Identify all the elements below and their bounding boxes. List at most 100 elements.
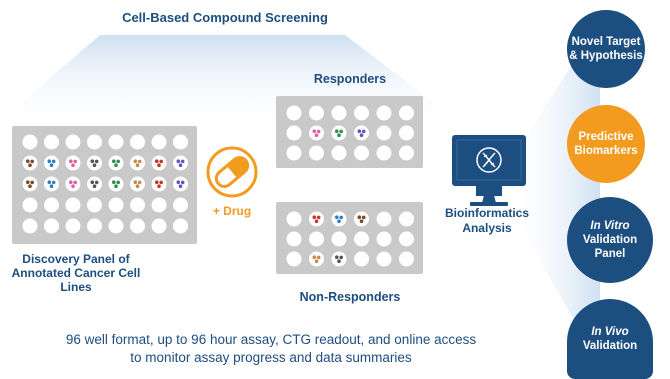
- well: [108, 218, 124, 234]
- well: [65, 134, 81, 150]
- well: [130, 134, 145, 150]
- well: [151, 197, 167, 213]
- well: [108, 176, 124, 192]
- well: [331, 145, 347, 161]
- invitro-line3: Panel: [594, 248, 626, 260]
- predictive-line1: Predictive: [578, 131, 634, 143]
- well: [399, 231, 414, 247]
- invivo-line2: Validation: [582, 340, 638, 352]
- well: [22, 155, 38, 171]
- well: [354, 125, 369, 141]
- well: [376, 211, 392, 227]
- well: [44, 176, 59, 192]
- bioinformatics-line2: Analysis: [462, 221, 512, 235]
- well: [354, 251, 369, 267]
- non-responders-wells: [286, 211, 414, 267]
- well: [331, 231, 347, 247]
- well: [399, 211, 414, 227]
- well: [87, 197, 102, 213]
- well: [376, 105, 392, 121]
- well: [173, 155, 188, 171]
- well: [65, 155, 81, 171]
- well: [151, 134, 167, 150]
- discovery-plate: [12, 126, 197, 244]
- well: [65, 218, 81, 234]
- well: [87, 218, 102, 234]
- well: [44, 218, 59, 234]
- well: [65, 197, 81, 213]
- well: [151, 218, 167, 234]
- responders-label: Responders: [313, 72, 387, 86]
- well: [130, 176, 145, 192]
- well: [44, 197, 59, 213]
- pill-icon: [206, 146, 258, 198]
- well: [354, 145, 369, 161]
- well: [376, 231, 392, 247]
- well: [309, 145, 324, 161]
- well: [22, 176, 38, 192]
- well: [173, 176, 188, 192]
- well: [309, 125, 324, 141]
- analysis-fan: [505, 20, 600, 365]
- predictive-line2: Biomarkers: [574, 145, 638, 157]
- well: [376, 251, 392, 267]
- discovery-panel-label: Discovery Panel of Annotated Cancer Cell…: [0, 252, 152, 294]
- bioinformatics-line1: Bioinformatics: [444, 206, 529, 220]
- well: [87, 176, 102, 192]
- well: [130, 155, 145, 171]
- well: [399, 251, 414, 267]
- well: [309, 231, 324, 247]
- bioinformatics-label: Bioinformatics Analysis: [425, 206, 549, 236]
- well: [130, 197, 145, 213]
- screening-title: Cell-Based Compound Screening: [122, 10, 328, 25]
- well: [354, 105, 369, 121]
- novel-target-circle: Novel Target & Hypothesis: [567, 10, 645, 88]
- well: [108, 155, 124, 171]
- well: [44, 155, 59, 171]
- well: [286, 251, 302, 267]
- well: [22, 197, 38, 213]
- well: [22, 218, 38, 234]
- well: [108, 197, 124, 213]
- drug-label: + Drug: [212, 204, 252, 218]
- well: [376, 145, 392, 161]
- well: [286, 231, 302, 247]
- invivo-italic: In Vivo: [591, 326, 629, 338]
- panel-label-line2: Annotated Cancer Cell Lines: [11, 266, 141, 294]
- footer-description: 96 well format, up to 96 hour assay, CTG…: [20, 331, 522, 367]
- well: [331, 211, 347, 227]
- well: [309, 211, 324, 227]
- well: [44, 134, 59, 150]
- well: [331, 251, 347, 267]
- well: [286, 211, 302, 227]
- well: [65, 176, 81, 192]
- well: [286, 125, 302, 141]
- predictive-biomarkers-circle: Predictive Biomarkers: [567, 105, 645, 183]
- well: [331, 125, 347, 141]
- well: [87, 155, 102, 171]
- well: [354, 211, 369, 227]
- well: [151, 176, 167, 192]
- well: [354, 231, 369, 247]
- well: [108, 134, 124, 150]
- invitro-italic: In Vitro: [590, 220, 630, 232]
- well: [130, 218, 145, 234]
- well: [286, 145, 302, 161]
- in-vitro-validation-circle: In Vitro Validation Panel: [567, 197, 653, 283]
- well: [87, 134, 102, 150]
- footer-line1: 96 well format, up to 96 hour assay, CTG…: [65, 332, 477, 347]
- well: [22, 134, 38, 150]
- well: [399, 125, 414, 141]
- well: [151, 155, 167, 171]
- novel-line2: & Hypothesis: [569, 50, 643, 62]
- well: [399, 145, 414, 161]
- responders-wells: [286, 105, 414, 161]
- discovery-wells: [22, 134, 188, 234]
- well: [286, 105, 302, 121]
- well: [173, 134, 188, 150]
- non-responders-label: Non-Responders: [299, 290, 401, 304]
- well: [331, 105, 347, 121]
- panel-label-line1: Discovery Panel of: [22, 252, 130, 266]
- well: [309, 251, 324, 267]
